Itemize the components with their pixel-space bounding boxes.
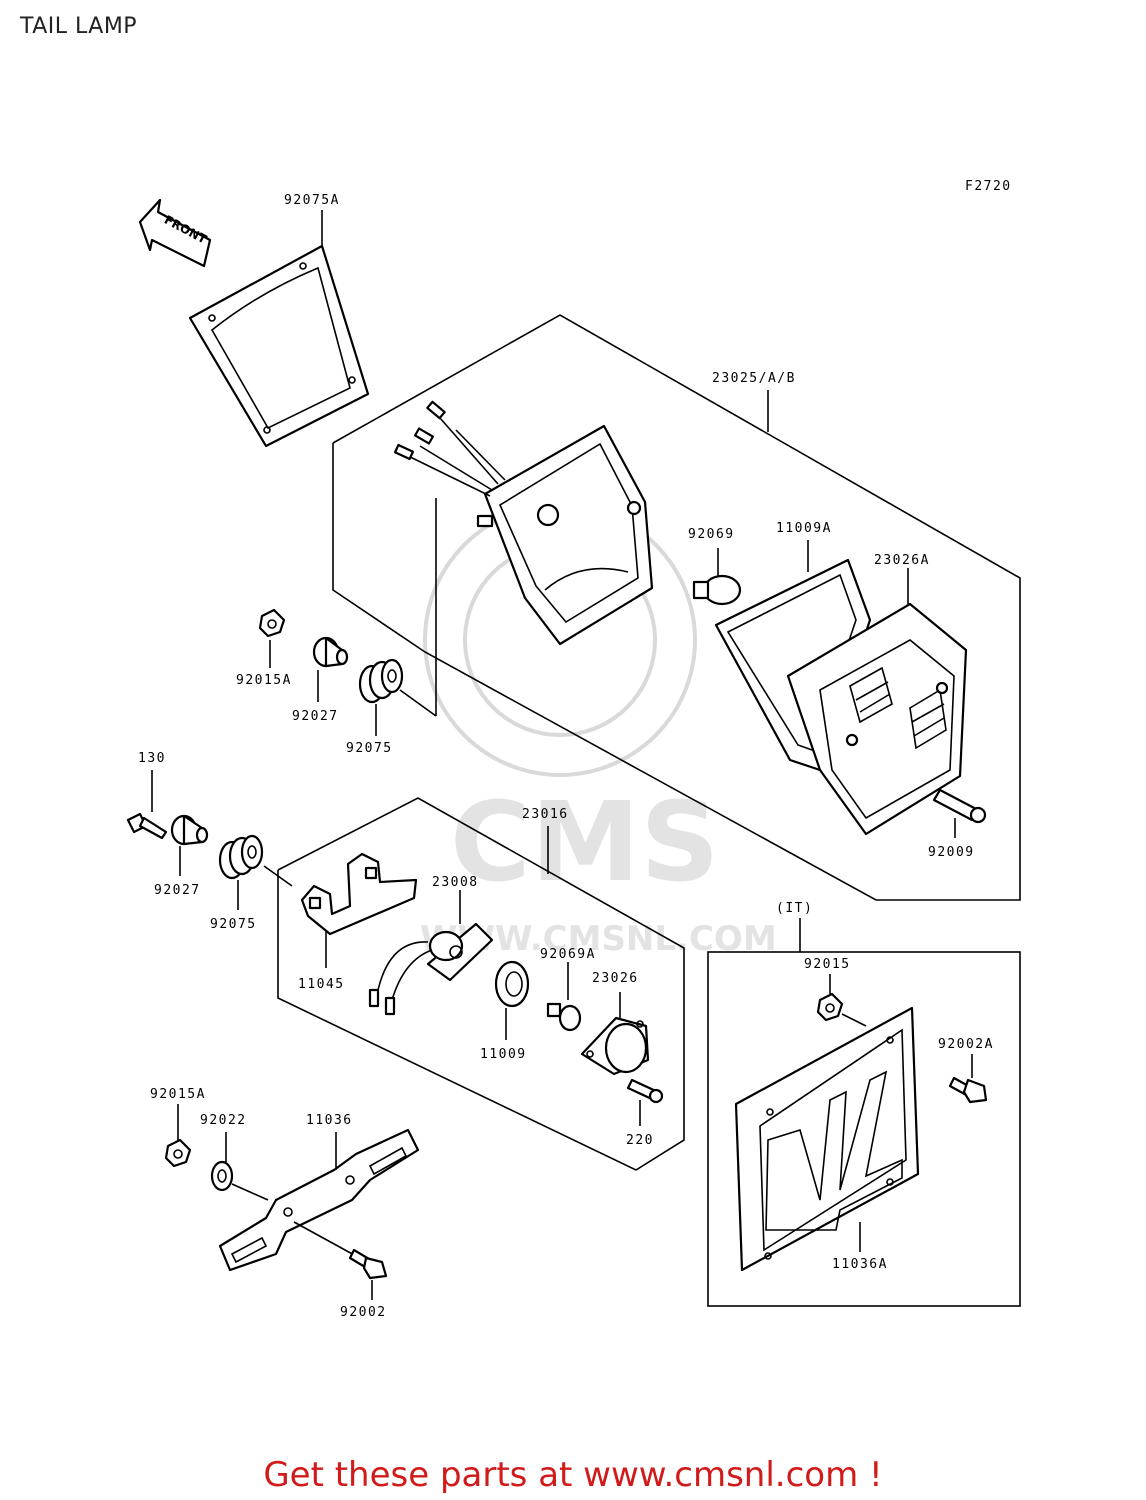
socket-23008 xyxy=(368,890,494,1016)
label-11036A: 11036A xyxy=(832,1257,888,1272)
label-92069A: 92069A xyxy=(540,947,596,962)
footer-promo: Get these parts at www.cmsnl.com ! xyxy=(263,1455,883,1495)
label-92015A-top: 92015A xyxy=(236,673,292,688)
label-11036: 11036 xyxy=(306,1113,353,1128)
collar-92027-mid xyxy=(170,814,209,876)
tail-lamp-housing xyxy=(393,400,654,716)
label-23026A: 23026A xyxy=(874,553,930,568)
washer-92022 xyxy=(210,1132,269,1201)
parts-diagram: CMS WWW.CMSNL.COM F2720 FRONT 92075A 230… xyxy=(126,179,1021,1320)
lens-23026A xyxy=(786,568,968,836)
nut-92015A-top xyxy=(258,608,286,668)
lens-23026 xyxy=(580,992,650,1076)
label-92015: 92015 xyxy=(804,957,851,972)
label-92009: 92009 xyxy=(928,845,975,860)
label-92002: 92002 xyxy=(340,1305,387,1320)
gasket-11009 xyxy=(494,960,530,1040)
grommet-92075-mid xyxy=(218,834,293,910)
assembly-outline-23025 xyxy=(332,314,1021,901)
label-92069: 92069 xyxy=(688,527,735,542)
label-23026: 23026 xyxy=(592,971,639,986)
label-92075A: 92075A xyxy=(284,193,340,208)
label-92022: 92022 xyxy=(200,1113,247,1128)
label-220: 220 xyxy=(626,1133,654,1148)
bolt-92002 xyxy=(293,1221,388,1300)
bracket-11036 xyxy=(218,1128,420,1272)
nut-92015A-bottom xyxy=(164,1104,192,1168)
watermark-brand: CMS xyxy=(450,778,719,906)
front-arrow-icon: FRONT xyxy=(138,198,212,268)
bulb-92069 xyxy=(692,548,742,606)
label-11045: 11045 xyxy=(298,977,345,992)
collar-92027-top xyxy=(312,636,349,702)
bulb-92069A xyxy=(546,962,582,1032)
bolt-92002A xyxy=(948,1054,988,1104)
label-130: 130 xyxy=(138,751,166,766)
screw-92009 xyxy=(932,788,987,838)
page-title: TAIL LAMP xyxy=(20,14,138,39)
label-92002A: 92002A xyxy=(938,1037,994,1052)
screw-220 xyxy=(626,1078,664,1126)
label-92075-top: 92075 xyxy=(346,741,393,756)
it-variant-box xyxy=(707,951,1021,1307)
label-23016: 23016 xyxy=(522,807,569,822)
label-23008: 23008 xyxy=(432,875,479,890)
grommet-92075-top xyxy=(358,658,437,736)
figure-code: F2720 xyxy=(965,179,1012,194)
gasket-92075A xyxy=(188,210,370,448)
license-plate-holder-11036A xyxy=(734,1006,920,1272)
label-11009: 11009 xyxy=(480,1047,527,1062)
label-92015A-bottom: 92015A xyxy=(150,1087,206,1102)
label-92027-top: 92027 xyxy=(292,709,339,724)
bracket-11045 xyxy=(300,852,418,968)
label-IT: (IT) xyxy=(776,901,813,916)
bolt-130 xyxy=(126,770,168,840)
assembly-outline-23016 xyxy=(277,797,685,1171)
label-92027-mid: 92027 xyxy=(154,883,201,898)
label-92075-mid: 92075 xyxy=(210,917,257,932)
label-23025: 23025/A/B xyxy=(712,371,796,386)
nut-92015 xyxy=(816,974,867,1027)
label-11009A: 11009A xyxy=(776,521,832,536)
